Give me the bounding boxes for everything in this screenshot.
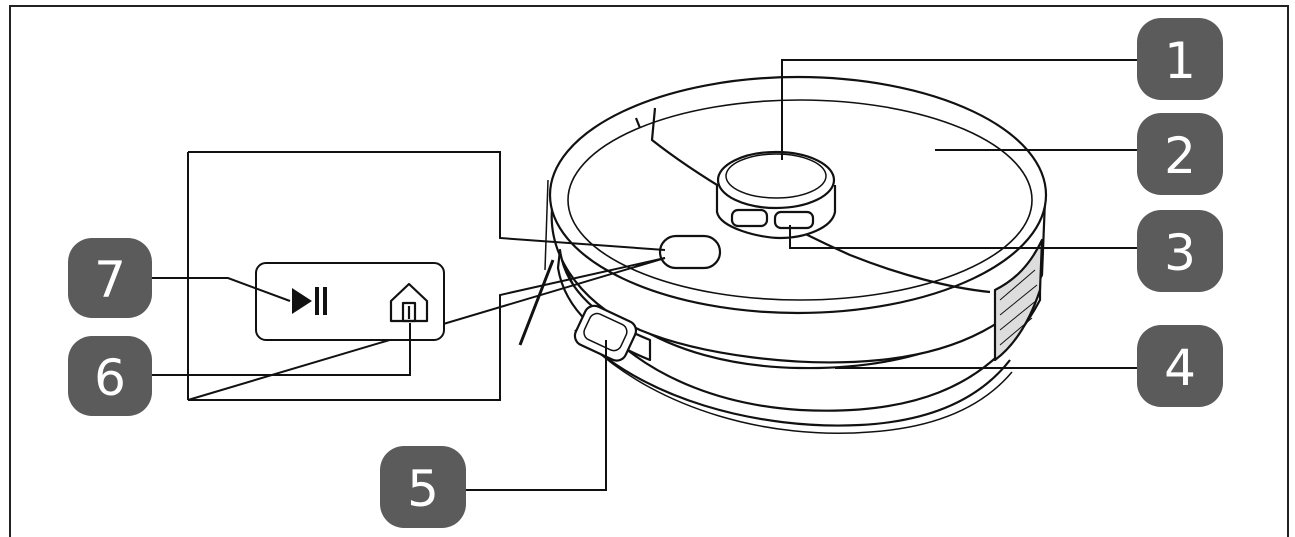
callout-badge-1: 1 <box>1137 18 1223 100</box>
leader-line-3 <box>789 225 1138 249</box>
leader-line-6 <box>148 323 411 376</box>
callout-number-1: 1 <box>1164 32 1196 90</box>
lds-turret-top <box>716 150 836 210</box>
home-icon[interactable] <box>389 282 429 323</box>
callout-badge-5: 5 <box>380 446 466 528</box>
play-pause-icon[interactable] <box>292 287 327 315</box>
callout-badge-3: 3 <box>1137 210 1223 292</box>
leader-line-7 <box>148 277 291 302</box>
callout-number-3: 3 <box>1164 224 1196 282</box>
leader-lines <box>148 59 1138 491</box>
callout-number-5: 5 <box>407 460 439 518</box>
inset-panel <box>187 151 666 401</box>
leader-line-5 <box>466 340 607 491</box>
callout-badge-6: 6 <box>68 336 152 416</box>
callout-number-4: 4 <box>1164 339 1196 397</box>
callout-number-7: 7 <box>94 251 126 309</box>
side-brush <box>518 259 555 346</box>
callout-badge-2: 2 <box>1137 113 1223 195</box>
robot-vacuum <box>518 75 1048 435</box>
bumper-base <box>558 213 1042 412</box>
outer-border <box>9 5 1289 537</box>
callout-number-2: 2 <box>1164 127 1196 185</box>
button-panel <box>255 262 445 341</box>
robot-button <box>658 234 722 270</box>
callout-badge-7: 7 <box>68 238 152 318</box>
callout-number-6: 6 <box>94 349 126 407</box>
callout-badge-4: 4 <box>1137 325 1223 407</box>
leader-line-1 <box>781 59 1138 160</box>
